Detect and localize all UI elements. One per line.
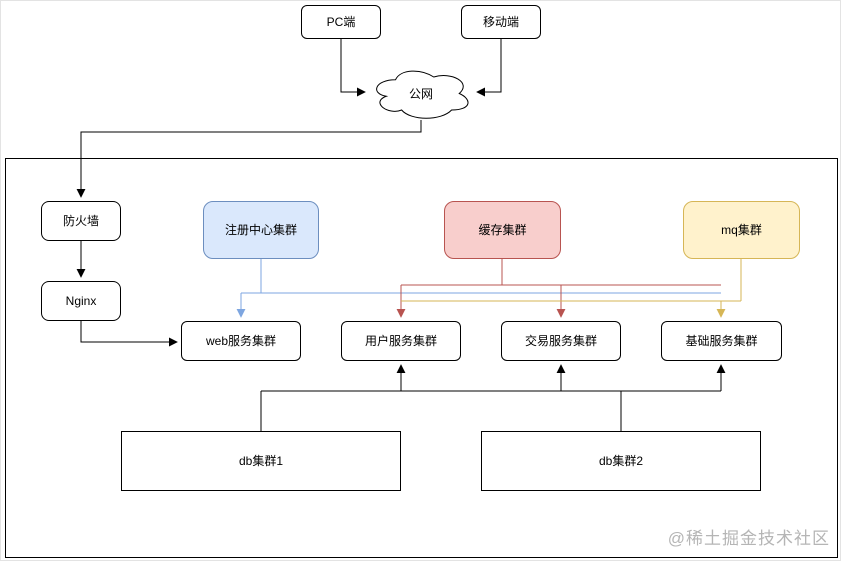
node-cache-cluster: 缓存集群: [444, 201, 561, 259]
node-db2: db集群2: [481, 431, 761, 491]
node-firewall: 防火墙: [41, 201, 121, 241]
node-trade-cluster: 交易服务集群: [501, 321, 621, 361]
edge-pc-cloud: [340, 39, 366, 97]
node-pc: PC端: [301, 5, 381, 39]
node-base-cluster: 基础服务集群: [661, 321, 782, 361]
node-nginx: Nginx: [41, 281, 121, 321]
node-registry-cluster: 注册中心集群: [203, 201, 319, 259]
node-db1: db集群1: [121, 431, 401, 491]
watermark: @稀土掘金技术社区: [667, 529, 830, 548]
node-mq-cluster: mq集群: [683, 201, 800, 259]
node-user-cluster: 用户服务集群: [341, 321, 461, 361]
system-boundary-box: [5, 158, 838, 558]
edge-mobile-cloud: [476, 39, 502, 97]
cloud-label: 公网: [408, 86, 433, 101]
node-mobile: 移动端: [461, 5, 541, 39]
node-web-cluster: web服务集群: [181, 321, 301, 361]
